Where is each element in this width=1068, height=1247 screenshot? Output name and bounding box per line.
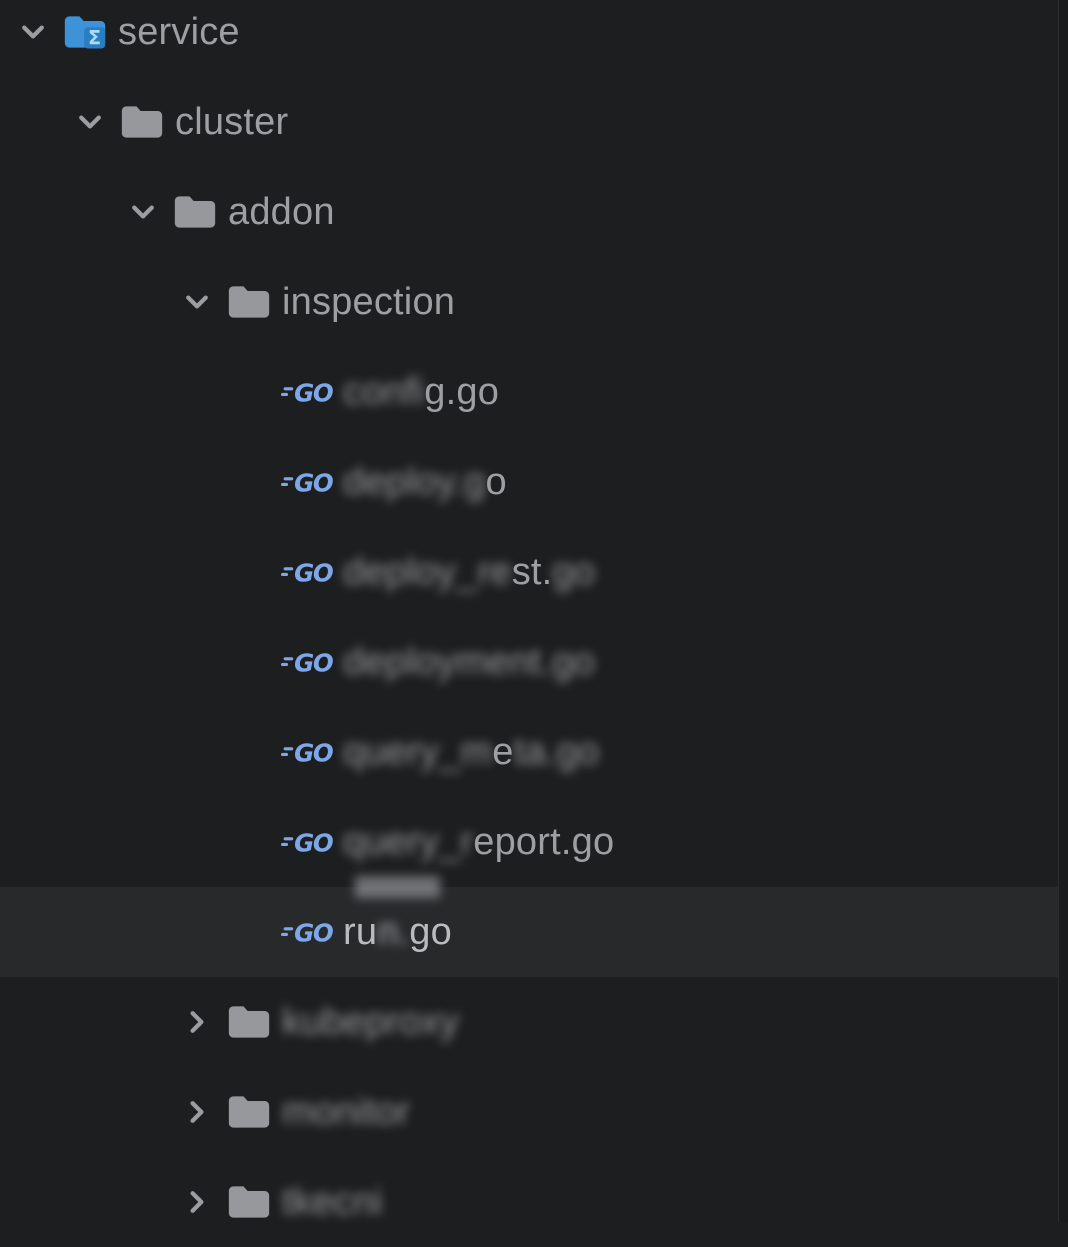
label-segment-censored: ta.go (513, 730, 600, 773)
chevron-down-icon[interactable] (182, 287, 227, 317)
tree-item-cluster[interactable]: cluster (0, 77, 1068, 167)
tree-item-addon[interactable]: addon (0, 167, 1068, 257)
tree-item-service[interactable]: Σ service (0, 0, 1068, 77)
label-segment: g.go (424, 370, 500, 413)
label-segment-censored: kubeproxy (282, 1000, 460, 1043)
folder-icon (173, 193, 228, 231)
label-segment-censored: deployment.go (343, 640, 595, 683)
item-label: monitor (282, 1091, 410, 1134)
item-label: addon (228, 191, 335, 234)
label-segment-censored: deploy.g (343, 460, 486, 503)
label-segment-censored: tkecni (282, 1180, 383, 1223)
svg-text:GO: GO (294, 739, 333, 768)
tree-item-deployment-go[interactable]: GO deployment.go (0, 617, 1068, 707)
svg-text:Σ: Σ (88, 26, 101, 49)
label-segment: e (492, 730, 514, 773)
go-file-icon: GO (281, 465, 343, 499)
label-segment-censored: monitor (282, 1090, 411, 1133)
item-label: kubeproxy (282, 1001, 459, 1044)
go-file-icon: GO (281, 735, 343, 769)
chevron-right-icon[interactable] (182, 1187, 227, 1217)
tree-item-tkecni[interactable]: tkecni (0, 1157, 1068, 1247)
label-segment-censored: deploy_re (343, 550, 512, 593)
item-label: service (118, 11, 240, 54)
item-label: deployment.go (343, 641, 595, 684)
go-file-icon: GO (281, 915, 343, 949)
label-segment: inspection (282, 280, 456, 323)
go-file-icon: GO (281, 375, 343, 409)
folder-icon (227, 1093, 282, 1131)
item-label: inspection (282, 281, 455, 324)
svg-text:GO: GO (294, 379, 333, 408)
go-file-icon: GO (281, 645, 343, 679)
svg-text:GO: GO (294, 829, 333, 858)
tree-item-inspection[interactable]: inspection (0, 257, 1068, 347)
label-segment: st. (511, 550, 553, 593)
folder-icon (120, 103, 175, 141)
label-segment: eport.go (473, 820, 615, 863)
tree-item-kubeproxy[interactable]: kubeproxy (0, 977, 1068, 1067)
label-segment-censored: go (552, 550, 596, 593)
censor-artifact (355, 876, 440, 898)
folder-icon (227, 1003, 282, 1041)
label-segment: addon (228, 190, 335, 233)
svg-text:GO: GO (294, 469, 333, 498)
chevron-down-icon[interactable] (18, 17, 63, 47)
label-segment-censored: n. (377, 910, 410, 953)
label-segment: go (409, 910, 452, 953)
folder-sigma-icon: Σ (63, 13, 118, 51)
label-segment: ru (343, 910, 378, 953)
folder-icon (227, 1183, 282, 1221)
chevron-right-icon[interactable] (182, 1007, 227, 1037)
svg-text:GO: GO (294, 649, 333, 678)
tree-item-monitor[interactable]: monitor (0, 1067, 1068, 1157)
label-segment: cluster (175, 100, 289, 143)
chevron-down-icon[interactable] (128, 197, 173, 227)
svg-text:GO: GO (294, 919, 333, 948)
go-file-icon: GO (281, 825, 343, 859)
svg-text:GO: GO (294, 559, 333, 588)
label-segment-censored: query_r (343, 820, 474, 863)
panel-right-edge (1058, 0, 1068, 1222)
label-segment-censored: confi (343, 370, 425, 413)
label-segment: service (118, 10, 240, 53)
label-segment: o (485, 460, 507, 503)
item-label: tkecni (282, 1181, 382, 1224)
item-label: cluster (175, 101, 288, 144)
go-file-icon: GO (281, 555, 343, 589)
chevron-down-icon[interactable] (75, 107, 120, 137)
label-segment-censored: query_m (343, 730, 493, 773)
chevron-right-icon[interactable] (182, 1097, 227, 1127)
folder-icon (227, 283, 282, 321)
